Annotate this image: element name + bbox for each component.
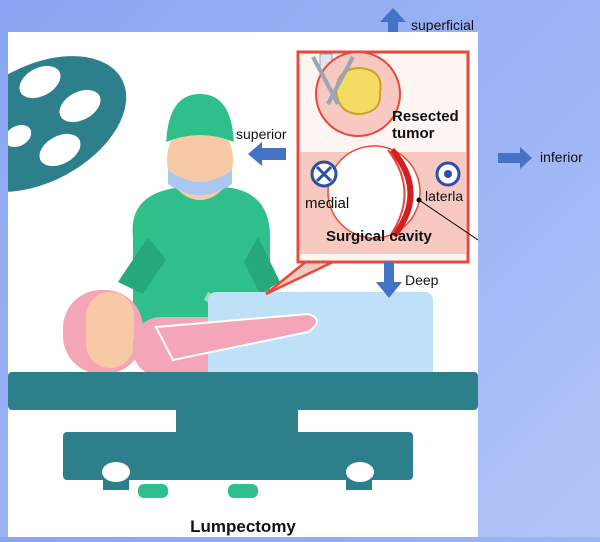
patient-figure <box>63 290 433 384</box>
lateral-label: laterla <box>425 188 463 204</box>
lateral-marker-icon <box>437 163 459 185</box>
resected-tumor-label-line2: tumor <box>392 125 435 142</box>
surgical-lamp-icon <box>8 32 149 220</box>
surgical-cavity-label: Surgical cavity <box>326 228 432 245</box>
inferior-label: inferior <box>540 149 583 165</box>
resected-tumor-label-line1: Resected <box>392 108 459 125</box>
lumpectomy-illustration: superior medial laterla Deep Resected tu… <box>8 32 478 537</box>
figure-caption: Lumpectomy <box>8 517 478 537</box>
superior-arrow-icon <box>248 142 286 166</box>
superior-label: superior <box>236 126 287 142</box>
medial-label: medial <box>305 195 349 212</box>
operating-table <box>8 372 478 498</box>
inferior-arrow-icon <box>496 146 534 170</box>
superficial-label: superficial <box>411 17 474 33</box>
medial-marker-icon <box>312 162 336 186</box>
deep-label: Deep <box>405 272 438 288</box>
